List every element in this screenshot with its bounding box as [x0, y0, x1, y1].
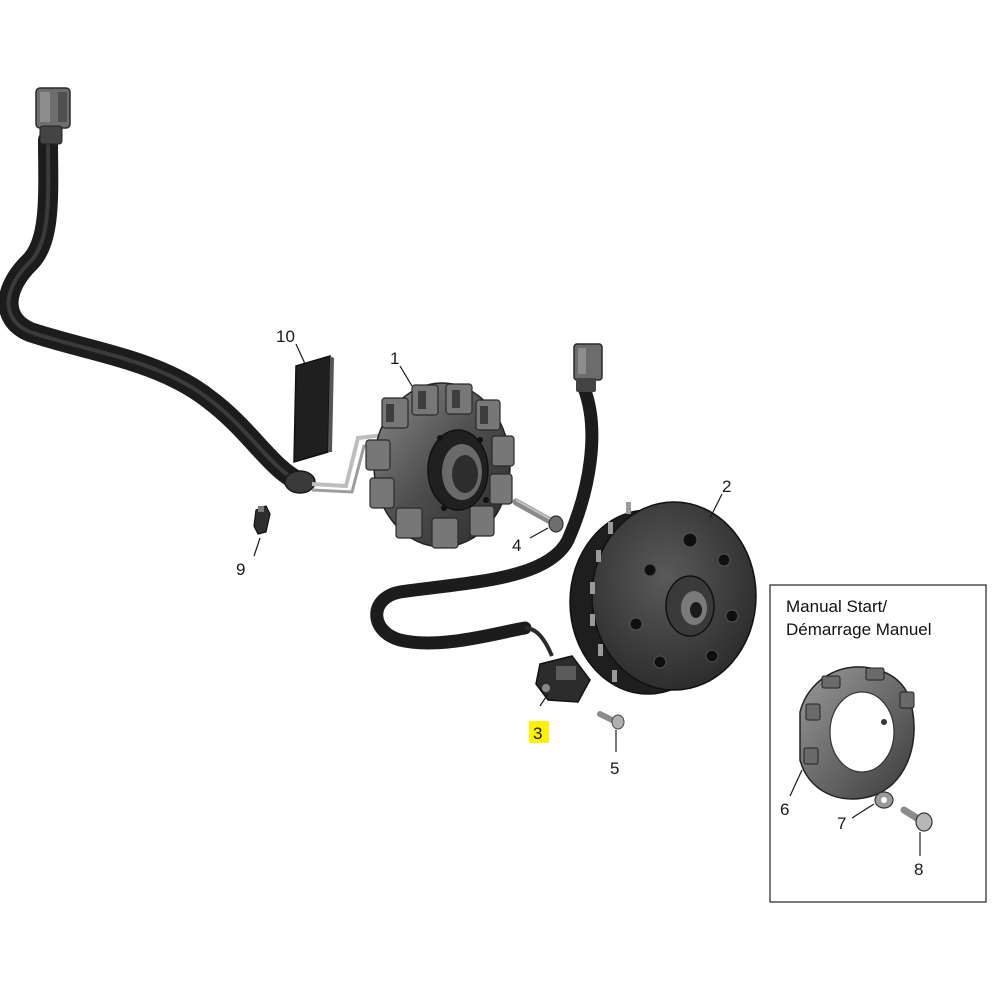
callout-labels: 10 1 2 3 4 5 6 7 8 9 — [236, 327, 923, 879]
stator — [365, 382, 515, 549]
callout-8: 8 — [914, 860, 923, 879]
sensor-connector — [573, 343, 603, 392]
harness-connector-main — [35, 87, 71, 145]
manual-start-inset: Manual Start/ Démarrage Manuel — [769, 584, 987, 903]
inset-title-line2: Démarrage Manuel — [786, 620, 932, 639]
callout-7: 7 — [837, 814, 846, 833]
harness-clip — [253, 505, 271, 535]
leader-lines — [253, 343, 921, 856]
stator-bolt — [512, 498, 564, 533]
leader-3 — [539, 693, 549, 707]
stator-harness — [0, 87, 411, 494]
callout-9: 9 — [236, 560, 245, 579]
trigger-sensor — [535, 655, 591, 703]
leader-6 — [789, 769, 803, 797]
pulley-screw — [900, 806, 933, 832]
gasket-strip — [293, 354, 334, 464]
sensor-harness — [370, 343, 603, 657]
washer — [874, 791, 894, 809]
leader-2 — [709, 493, 723, 519]
leader-1 — [399, 365, 413, 387]
callout-2: 2 — [722, 477, 731, 496]
callout-3: 3 — [533, 724, 542, 743]
callout-6: 6 — [780, 800, 789, 819]
leader-7 — [851, 803, 875, 819]
callout-1: 1 — [390, 349, 399, 368]
callout-10: 10 — [276, 327, 295, 346]
callout-3-highlight — [529, 721, 549, 743]
flywheel-rotor — [569, 501, 757, 695]
starter-pulley — [799, 666, 915, 800]
callout-5: 5 — [610, 759, 619, 778]
inset-title-line1: Manual Start/ — [786, 597, 887, 616]
sensor-screw — [597, 711, 625, 730]
leader-4 — [529, 527, 549, 539]
leader-10 — [295, 343, 307, 367]
leader-9 — [253, 537, 261, 557]
callout-4: 4 — [512, 536, 521, 555]
